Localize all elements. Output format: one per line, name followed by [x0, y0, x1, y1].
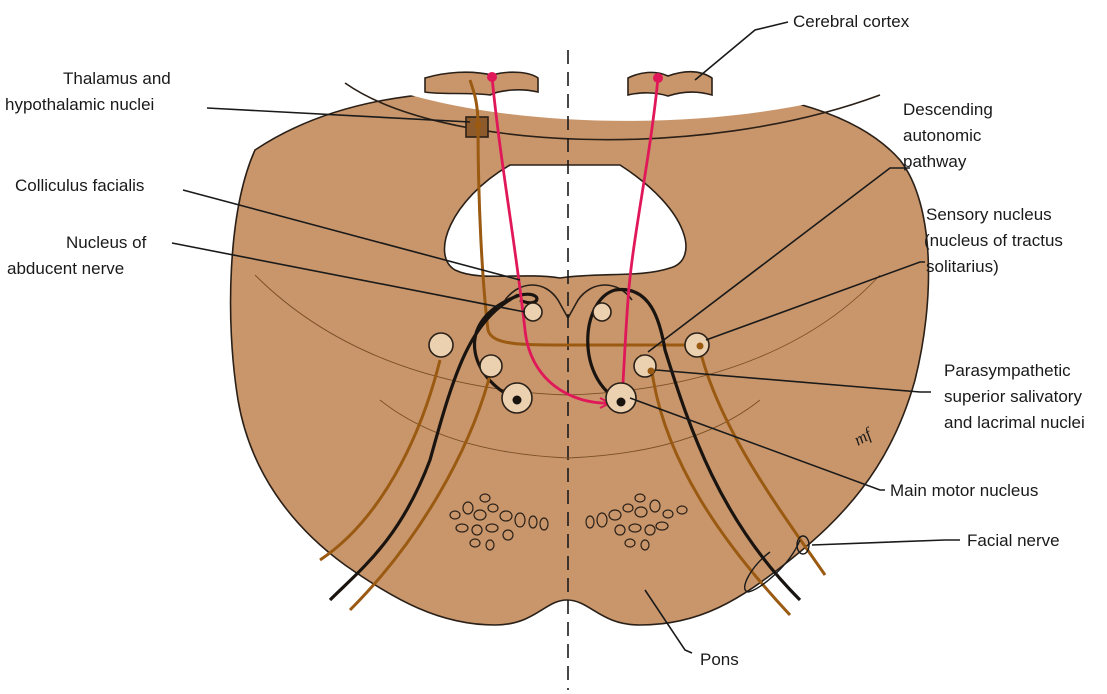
label-parasym-line1: Parasympathetic	[944, 361, 1071, 380]
label-facial-nerve: Facial nerve	[967, 531, 1060, 550]
label-sensory-line1: Sensory nucleus	[926, 205, 1052, 224]
label-abducent-line1: Nucleus of	[66, 233, 147, 252]
label-parasym-line3: and lacrimal nuclei	[944, 413, 1085, 432]
label-colliculus: Colliculus facialis	[15, 176, 144, 195]
label-cerebral-cortex: Cerebral cortex	[793, 12, 910, 31]
label-main-motor: Main motor nucleus	[890, 481, 1038, 500]
label-sensory-line3: solitarius)	[926, 257, 999, 276]
label-pons: Pons	[700, 650, 739, 669]
label-parasym-line2: superior salivatory	[944, 387, 1082, 406]
label-descending-line3: pathway	[903, 152, 967, 171]
abducent-nucleus-right	[593, 303, 611, 321]
parasym-nucleus-left	[480, 355, 502, 377]
label-descending-line2: autonomic	[903, 126, 982, 145]
label-thalamus-line1: Thalamus and	[63, 69, 171, 88]
label-thalamus-line2: hypothalamic nuclei	[5, 95, 154, 114]
abducent-nucleus-left	[524, 303, 542, 321]
main-motor-neuron-left	[513, 396, 522, 405]
cortex-neuron-right	[653, 73, 663, 83]
label-descending-line1: Descending	[903, 100, 993, 119]
sensory-nucleus-left	[429, 333, 453, 357]
parasym-neuron-right	[648, 368, 655, 375]
label-abducent-line2: abducent nerve	[7, 259, 124, 278]
sensory-neuron-right	[697, 343, 704, 350]
cortex-neuron-left	[487, 72, 497, 82]
main-motor-neuron-right	[617, 398, 626, 407]
hypothalamic-neuron	[475, 122, 482, 129]
label-sensory-line2: (nucleus of tractus	[924, 231, 1063, 250]
